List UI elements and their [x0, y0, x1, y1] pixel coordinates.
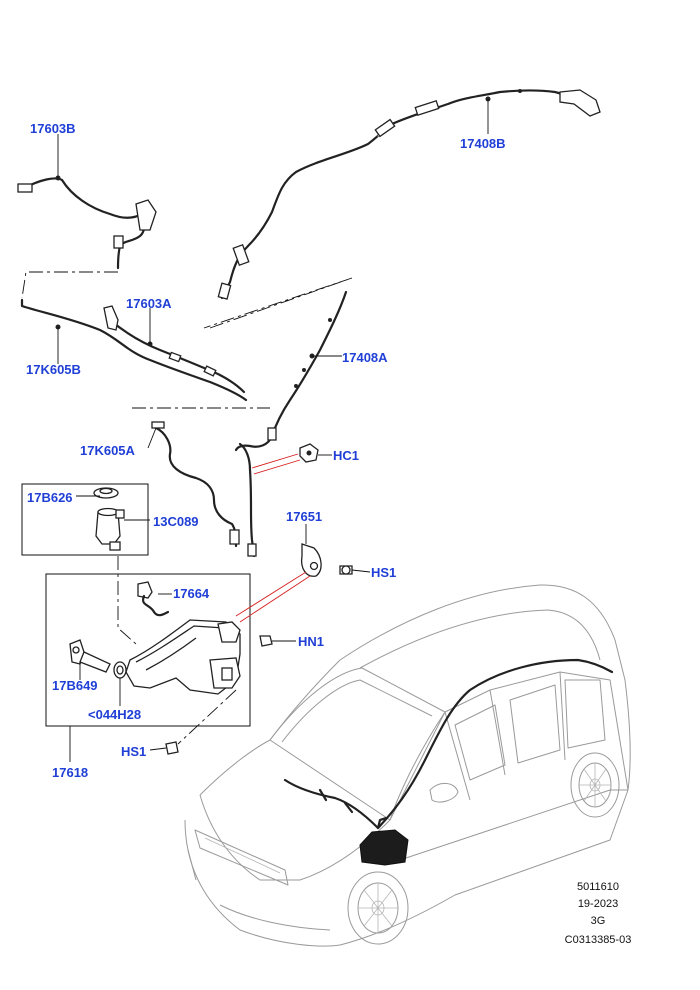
label-044H28: <044H28	[88, 707, 141, 722]
connection-lines	[21, 271, 353, 745]
nut-HN1	[259, 635, 273, 647]
pump-detail-box	[21, 483, 149, 556]
part-labels: 17603B 17408B 17603A 17K605B 17408A 17K6…	[26, 121, 506, 780]
level-sensor-17664	[137, 581, 170, 617]
reference-code: 5011610	[577, 881, 619, 893]
seal-044H28	[113, 661, 127, 679]
reference-date: 19-2023	[578, 898, 618, 910]
vehicle-reservoir	[359, 829, 409, 866]
reference-illustration: C0313385-03	[565, 934, 632, 946]
label-17408B: 17408B	[460, 136, 506, 151]
clip-HC1	[299, 443, 319, 463]
hose-17603A	[55, 305, 217, 377]
hose-17603B	[17, 175, 157, 270]
label-HN1: HN1	[298, 634, 324, 649]
label-17K605A: 17K605A	[80, 443, 136, 458]
hose-17408B	[217, 89, 601, 300]
label-HS1-lower: HS1	[121, 744, 146, 759]
hose-17408A	[234, 290, 348, 558]
label-HC1: HC1	[333, 448, 359, 463]
rear-wheel	[570, 752, 620, 818]
screw-HS1-lower	[165, 741, 179, 755]
label-17603A: 17603A	[126, 296, 172, 311]
washer-pump-13C089	[93, 487, 125, 551]
reference-variant: 3G	[591, 915, 606, 927]
screw-HS1-upper	[339, 565, 353, 575]
label-17664: 17664	[173, 586, 210, 601]
red-callout-lines	[235, 453, 311, 623]
label-17651: 17651	[286, 509, 322, 524]
hose-17K605B	[20, 298, 248, 402]
reference-block: 5011610 19-2023 3G C0313385-03	[565, 881, 632, 946]
vehicle-outline	[184, 584, 631, 947]
label-13C089: 13C089	[153, 514, 199, 529]
bracket-17651	[300, 543, 322, 577]
label-17618: 17618	[52, 765, 88, 780]
label-17B626: 17B626	[27, 490, 73, 505]
pump-17B649	[69, 639, 111, 673]
front-wheel	[347, 871, 409, 945]
label-17603B: 17603B	[30, 121, 76, 136]
label-17K605B: 17K605B	[26, 362, 81, 377]
label-HS1-upper: HS1	[371, 565, 396, 580]
label-17B649: 17B649	[52, 678, 98, 693]
hose-17K605A	[151, 421, 240, 548]
reservoir-detail-box	[45, 573, 251, 727]
washer-reservoir-17618	[125, 619, 241, 695]
leader-lines	[57, 99, 489, 762]
label-17408A: 17408A	[342, 350, 388, 365]
